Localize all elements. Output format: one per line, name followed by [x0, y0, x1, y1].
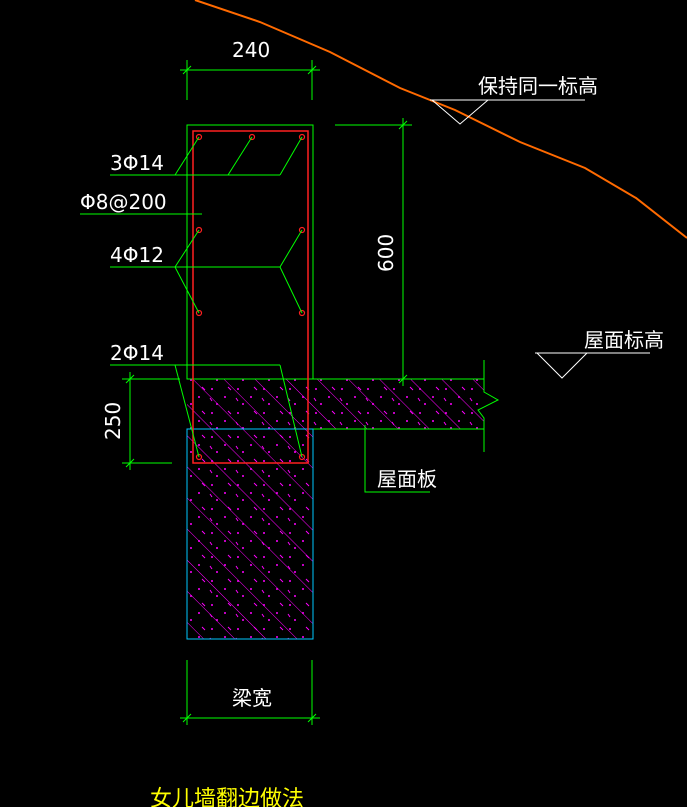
label-roof-slab: 屋面板 [377, 467, 437, 491]
drawing-title: 女儿墙翻边做法 [150, 787, 304, 807]
label-rebar-top: 3Φ14 [110, 151, 164, 175]
elevation-triangle-icon [430, 99, 585, 125]
dimension-slab-depth-label: 250 [101, 402, 125, 440]
parapet-outline [186, 124, 314, 380]
label-beam-width: 梁宽 [232, 686, 272, 710]
label-rebar-bottom: 2Φ14 [110, 341, 164, 365]
dimension-beam-width [180, 660, 320, 725]
roof-slab-concrete [187, 378, 484, 430]
label-rebar-side: 4Φ12 [110, 243, 164, 267]
dimension-slab-depth [122, 372, 180, 470]
terrain-line [194, 0, 687, 239]
elevation-triangle-icon [535, 352, 650, 379]
leader-roof-slab [364, 425, 430, 493]
dimension-width-top-label: 240 [232, 38, 270, 62]
label-level-roof: 屋面标高 [584, 328, 664, 352]
dimension-height-parapet [335, 118, 412, 386]
beam-section [186, 428, 314, 640]
break-line-icon [477, 360, 500, 452]
leader-lines [80, 136, 303, 458]
label-stirrup: Φ8@200 [80, 190, 167, 214]
label-level-keep: 保持同一标高 [478, 74, 598, 98]
rebar-dots [195, 133, 306, 461]
dimension-height-parapet-label: 600 [374, 234, 398, 272]
rebar-cage [192, 130, 309, 464]
dimension-width-top [180, 60, 320, 100]
